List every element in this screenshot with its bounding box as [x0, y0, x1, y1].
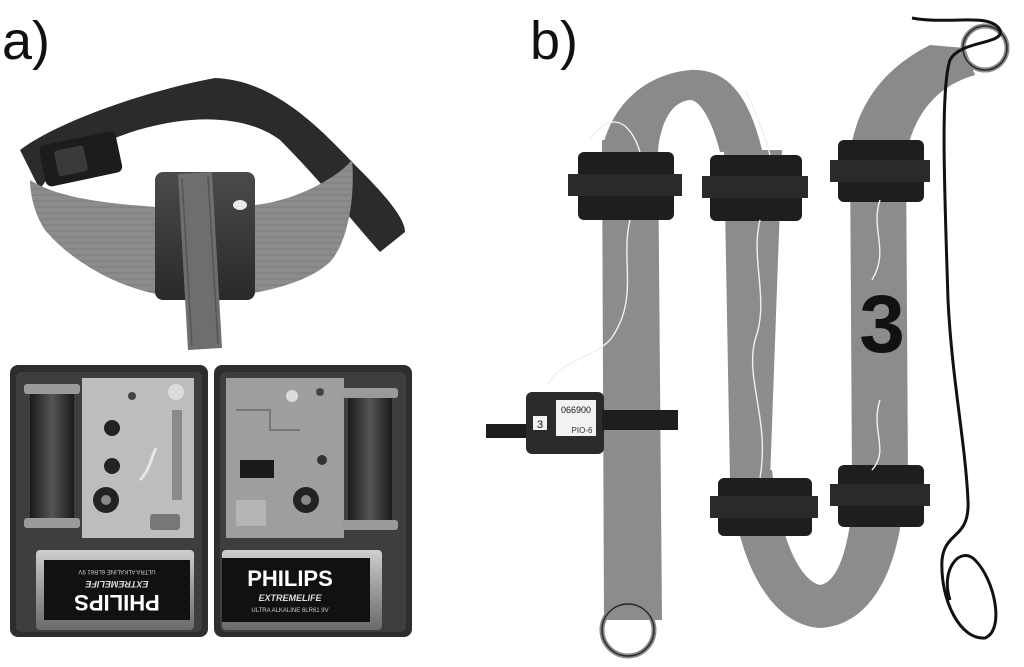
logger-number: 3	[537, 419, 543, 431]
harness-number: 3	[859, 279, 905, 370]
harness-strap-middle	[724, 150, 782, 480]
panel-b-label: b)	[530, 11, 579, 71]
harness-wire	[547, 89, 881, 479]
harness-arch-left	[602, 69, 762, 152]
open-box-left: PHILIPS EXTREMELIFE ULTRA ALKALINE 6LR61…	[10, 365, 208, 637]
battery-left-line: EXTREMELIFE	[85, 579, 149, 589]
battery-left-spec: ULTRA ALKALINE 6LR61 9V	[78, 568, 155, 574]
panel-a-label: a)	[2, 11, 51, 71]
battery-right-brand: PHILIPS	[247, 566, 333, 591]
logger-model: PIO-6	[572, 426, 593, 435]
sensor-block-1	[568, 152, 682, 220]
logger-display: 066900	[561, 405, 591, 415]
belt-photo	[20, 78, 405, 350]
belt-elastic-strap	[20, 78, 405, 252]
harness-strap-right	[850, 150, 908, 480]
battery-left: PHILIPS EXTREMELIFE ULTRA ALKALINE 6LR61…	[36, 550, 194, 630]
sensor-block-2	[702, 155, 808, 221]
logger-device: 3 066900 PIO-6	[486, 392, 678, 454]
sensor-block-3	[830, 140, 930, 202]
harness-strap-left	[602, 140, 662, 620]
open-box-right: PHILIPS EXTREMELIFE ULTRA ALKALINE 6LR61…	[214, 365, 412, 637]
harness-cable	[911, 16, 1002, 640]
battery-right-spec: ULTRA ALKALINE 6LR61 9V	[251, 608, 328, 614]
coil-right	[348, 392, 392, 530]
battery-right-line: EXTREMELIFE	[258, 593, 322, 603]
battery-right: PHILIPS EXTREMELIFE ULTRA ALKALINE 6LR61…	[222, 550, 382, 630]
sensor-block-4	[710, 478, 818, 536]
harness-arch-right	[850, 45, 975, 155]
battery-left-brand: PHILIPS	[74, 590, 160, 615]
sensor-block-5	[830, 465, 930, 527]
harness-photo: 3 3 066900	[486, 16, 1010, 659]
coil-left	[30, 388, 74, 526]
